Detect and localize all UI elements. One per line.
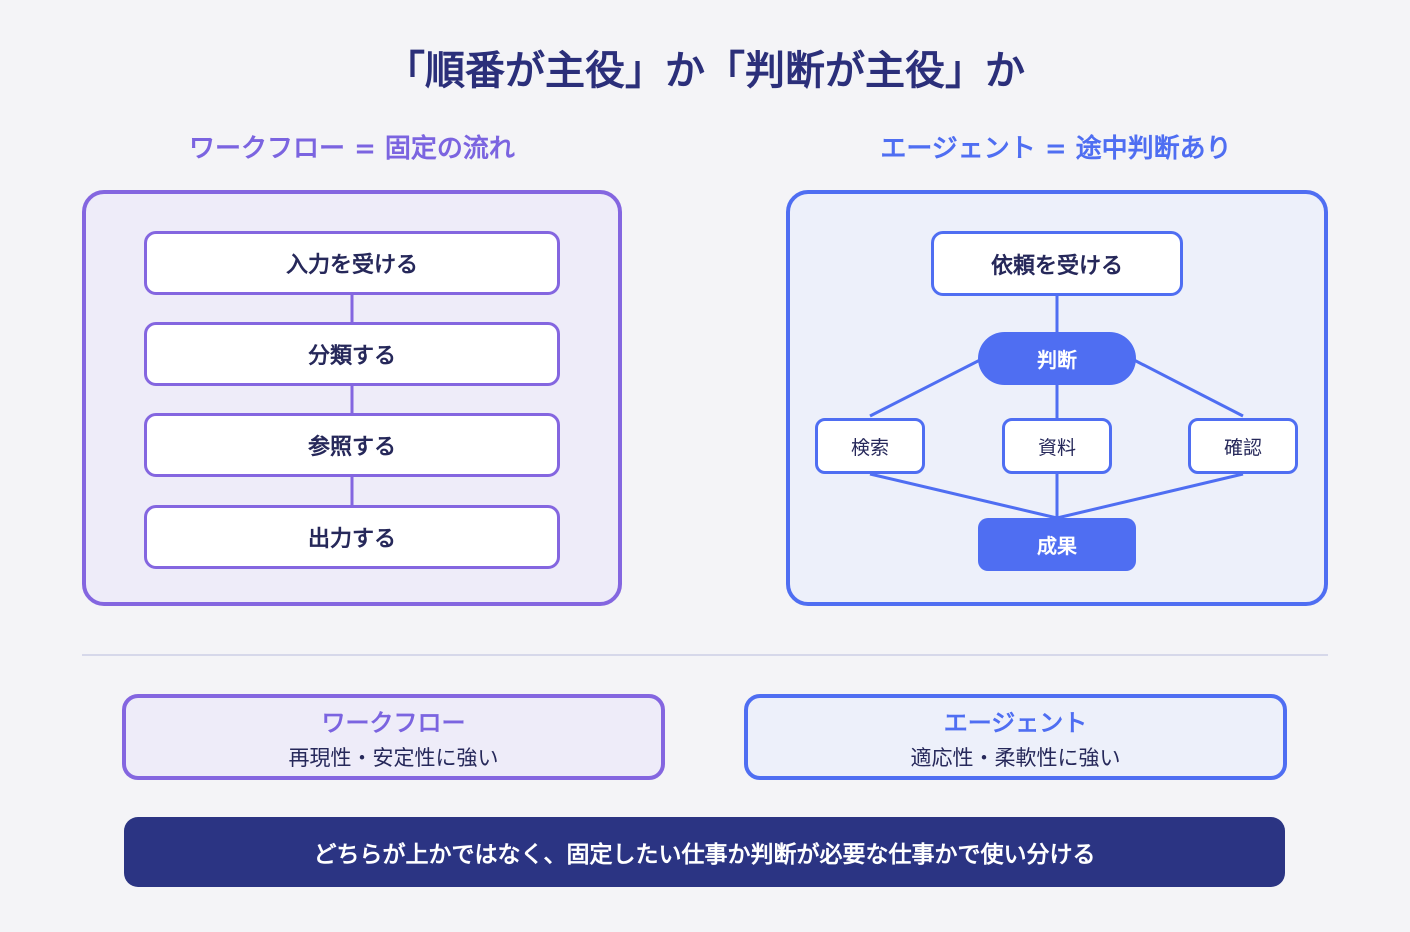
agent-result-node: 成果 [978,518,1136,571]
agent-connector [1133,358,1244,418]
agent-connector [869,472,1058,520]
workflow-summary-card: ワークフロー 再現性・安定性に強い [122,694,665,780]
workflow-step: 入力を受ける [144,231,560,295]
workflow-step: 参照する [144,413,560,477]
agent-tool-node: 資料 [1002,418,1112,474]
agent-tool-node: 検索 [815,418,925,474]
workflow-summary-desc: 再現性・安定性に強い [288,745,499,770]
workflow-summary-title: ワークフロー [321,708,466,737]
agent-connector [869,358,981,418]
conclusion-banner: どちらが上かではなく、固定したい仕事か判断が必要な仕事かで使い分ける [124,817,1285,887]
page-title: 「順番が主役」か「判断が主役」か [385,48,1025,94]
agent-summary-desc: 適応性・柔軟性に強い [910,745,1121,770]
workflow-step: 出力する [144,505,560,569]
section-divider [82,654,1328,656]
agent-request-step: 依頼を受ける [931,231,1183,296]
workflow-heading: ワークフロー = 固定の流れ [189,134,515,164]
agent-decision-node: 判断 [978,332,1136,385]
agent-summary-title: エージェント [943,708,1088,737]
workflow-step: 分類する [144,322,560,386]
agent-connector [1056,472,1244,520]
agent-summary-card: エージェント 適応性・柔軟性に強い [744,694,1287,780]
agent-heading: エージェント = 途中判断あり [880,134,1232,164]
agent-tool-node: 確認 [1188,418,1298,474]
